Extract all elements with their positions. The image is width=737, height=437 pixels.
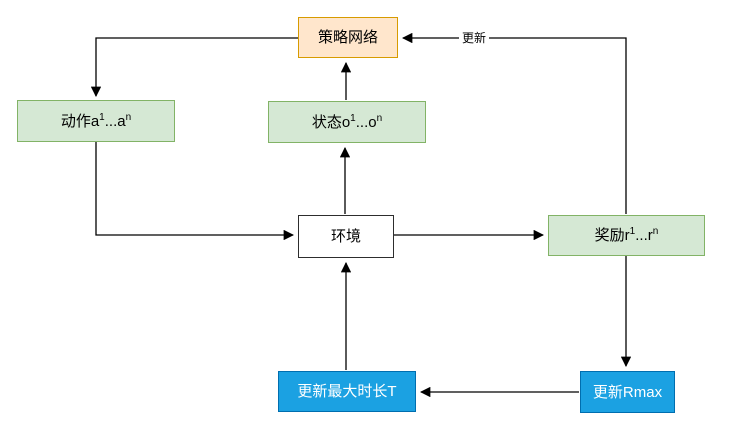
node-policy-network: 策略网络 (298, 17, 398, 58)
states-sup-n: n (376, 112, 383, 124)
environment-label: 环境 (330, 228, 361, 245)
rewards-label-text: 奖励r (594, 227, 630, 244)
node-environment: 环境 (298, 215, 394, 258)
edge-policy-to-actions (90, 37, 298, 98)
actions-label: 动作a1...an (60, 111, 132, 130)
rewards-label: 奖励r1...rn (594, 226, 659, 244)
rewards-sup-1: 1 (629, 226, 636, 237)
actions-sup-n: n (125, 111, 132, 123)
states-label-text-2: o (368, 113, 377, 131)
states-ellipsis: ... (355, 113, 369, 131)
policy-network-label: 策略网络 (317, 29, 378, 46)
update-max-duration-label: 更新最大时长T (297, 383, 397, 400)
edge-actions-to-environment (95, 142, 295, 241)
rewards-sup-n: n (652, 226, 659, 237)
rewards-ellipsis: ... (635, 227, 648, 244)
states-sup-1: 1 (350, 112, 356, 124)
node-states: 状态o1...on (268, 101, 426, 143)
actions-ellipsis: ... (104, 112, 118, 130)
rewards-label-text-2: r (647, 227, 653, 244)
node-rewards: 奖励r1...rn (548, 215, 705, 256)
edge-rewards-to-policy (401, 32, 627, 214)
node-actions: 动作a1...an (17, 100, 175, 142)
actions-label-text: 动作a (60, 112, 100, 130)
states-label: 状态o1...on (311, 112, 383, 131)
states-label-text: 状态o (311, 113, 351, 131)
update-rmax-label: 更新Rmax (592, 383, 663, 401)
node-update-rmax: 更新Rmax (580, 371, 675, 413)
node-update-max-duration: 更新最大时长T (278, 371, 416, 412)
actions-sup-1: 1 (99, 111, 105, 123)
actions-label-text-2: a (117, 112, 126, 130)
edge-label-update: 更新 (459, 30, 490, 46)
